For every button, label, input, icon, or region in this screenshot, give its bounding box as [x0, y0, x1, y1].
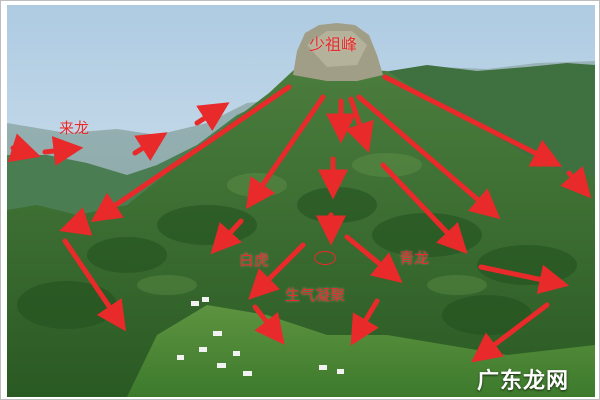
arrow — [471, 302, 550, 363]
arrow — [90, 84, 292, 223]
arrow — [478, 264, 570, 295]
arrow — [194, 102, 230, 132]
arrow — [560, 165, 592, 199]
arrow — [7, 133, 41, 163]
arrow — [345, 96, 374, 153]
site-circle-marker — [314, 251, 336, 265]
arrow — [42, 136, 84, 166]
arrow — [380, 162, 468, 255]
arrow — [59, 207, 93, 236]
arrow — [344, 234, 403, 283]
village-houses — [177, 297, 344, 376]
arrow — [252, 304, 285, 345]
arrow — [356, 94, 501, 220]
white-tiger-label: 白虎 — [239, 251, 270, 269]
peak-label: 少祖峰 — [309, 35, 358, 54]
arrow — [62, 238, 126, 332]
landscape-illustration — [7, 5, 595, 397]
arrow — [382, 74, 563, 167]
arrow — [132, 132, 168, 162]
meeting-point-label: 生气凝聚 — [285, 286, 346, 304]
watermark-text: 广东龙网 — [477, 369, 570, 394]
arrow — [245, 94, 326, 210]
energy-flow-arrows — [7, 74, 592, 363]
green-dragon-label: 青龙 — [399, 249, 430, 267]
arrow — [210, 218, 244, 255]
mountain-photo: 少祖峰 来龙 白虎 青龙 生气凝聚 广东龙网 — [7, 5, 595, 397]
arrow — [248, 242, 306, 300]
arrow — [350, 298, 380, 346]
coming-dragon-label: 来龙 — [59, 119, 90, 137]
